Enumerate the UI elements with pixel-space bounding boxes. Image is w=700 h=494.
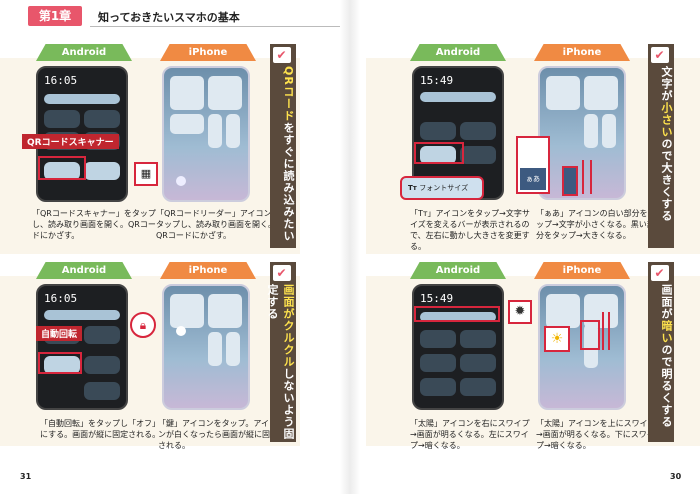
page-number-left: 31 [20,472,32,481]
qr-reader-icon[interactable] [176,176,186,186]
qs-tile [420,330,456,348]
font-size-tile[interactable] [420,146,456,164]
header-title: 知っておきたいスマホの基本 [98,11,240,24]
iphone-caption-rotate: 「鍵」アイコンをタップ。アイコンが白くなったら画面が縦に固定される。 [158,419,278,450]
phone-time: 15:49 [420,74,454,87]
android-phone-bright: 15:49 [412,284,504,410]
android-caption-text: 「Tт」アイコンをタップ→文字サイズを変えるバーが表示されるので、左右に動かし大… [410,209,530,251]
qs-tile [420,378,456,396]
section-title-text: ✔ 文字が小さいので大きくする [648,44,674,248]
control-block [170,76,204,110]
font-tile-highlight [414,142,464,164]
phone-time: 16:05 [44,74,78,87]
iphone-qr [162,66,250,202]
control-block [546,76,580,110]
qr-tile-highlight [38,156,86,180]
qs-tile [44,110,80,128]
check-icon: ✔ [651,47,669,63]
brightness-bar [44,310,120,320]
lock-icon[interactable] [176,326,186,336]
phone-time: 15:49 [420,292,454,305]
section-title-qr: ✔ QRコードをすぐに読み込みたい [270,44,296,248]
qs-tile [84,326,120,344]
android-label: Android [36,262,132,279]
text-size-aa: ぁあ [520,168,546,190]
iphone-caption-text: 「ぁあ」アイコンの白い部分をタップ→文字が小さくなる。黒い部分をタップ→大きくな… [536,209,656,240]
android-label: Android [36,44,132,61]
qs-tile [420,354,456,372]
section-title-rotate: ✔ 画面がクルクルしないよう固定する [266,262,296,442]
phone-time: 16:05 [44,292,78,305]
iphone-caption-qr: 「QRコードリーダー」アイコンをタップし、読み取り画面を開く。QRコードにかざす… [156,209,280,240]
qs-tile [84,356,120,374]
brightness-bar [44,94,120,104]
ios-brightness-highlight [580,320,600,350]
arrow-up-icon [582,160,584,194]
control-block [602,114,616,148]
control-block [208,76,242,110]
lock-icon: 🔒︎ [130,312,156,338]
font-size-label: Tт [408,184,420,192]
iphone-label: iPhone [534,44,630,61]
section-title-bright: ✔ 画面が暗いので明るくする [648,262,674,442]
auto-rotate-tile[interactable] [44,356,80,374]
check-icon: ✔ [273,47,291,63]
android-phone-rotate: 16:05 [36,284,128,410]
arrow-down-icon [608,312,610,350]
control-block [170,114,204,134]
check-icon: ✔ [273,265,291,281]
control-block [208,294,242,328]
qr-callout: QRコードスキャナー [22,134,119,149]
control-block [208,114,222,148]
rotate-callout: 自動回転 [36,326,83,341]
control-block [226,114,240,148]
check-icon: ✔ [651,265,669,281]
iphone-label: iPhone [534,262,630,279]
control-block [208,332,222,366]
text-size-control[interactable]: ぁあ [516,136,550,194]
android-caption-qr: 「QRコードスキャナー」をタップし、読み取り画面を開く。QRコードにかざす。 [32,209,156,240]
control-block [584,294,618,328]
android-label: Android [410,262,506,279]
qs-tile [460,146,496,164]
android-caption-rotate: 「自動回転」をタップし「オフ」にする。画面が縦に固定される。 [40,419,161,439]
chapter-badge: 第1章 [28,6,82,26]
qs-tile [460,330,496,348]
android-label: Android [410,44,506,61]
control-block [170,294,204,328]
qr-scanner-tile[interactable] [44,162,80,180]
qs-tile [420,122,456,140]
sun-icon: ☀ [544,326,570,352]
qs-tile [460,378,496,396]
control-block [226,332,240,366]
qs-tile [84,110,120,128]
font-size-popup: Tт フォントサイズ [400,176,484,200]
brightness-slider[interactable] [420,312,496,322]
arrow-up-icon [602,312,604,350]
brightness-slider-ios[interactable] [584,324,598,368]
page-number-right: 30 [670,472,682,481]
iphone-rotate [162,284,250,410]
qs-tile [460,354,496,372]
qs-tile [84,162,120,180]
sun-icon: ✹ [508,300,532,324]
iphone-label: iPhone [160,262,256,279]
arrow-up-icon [590,160,592,194]
text-size-highlight [562,166,578,196]
header-rule [90,26,340,27]
gutter [340,0,360,494]
control-block [546,294,580,328]
control-block [584,76,618,110]
qr-reader-icon: ▦ [134,162,158,186]
android-caption-bright: 「太陽」アイコンを右にスワイプ→画面が明るくなる。左にスワイプ→暗くなる。 [410,419,530,450]
brightness-highlight [414,306,500,322]
control-block [584,114,598,148]
rotate-tile-highlight [38,352,82,374]
iphone-caption-bright: 「太陽」アイコンを上にスワイプ→画面が明るくなる。下にスワイプ→暗くなる。 [536,419,656,450]
brightness-bar [420,92,496,102]
iphone-label: iPhone [160,44,256,61]
qs-tile [84,382,120,400]
qs-tile [460,122,496,140]
